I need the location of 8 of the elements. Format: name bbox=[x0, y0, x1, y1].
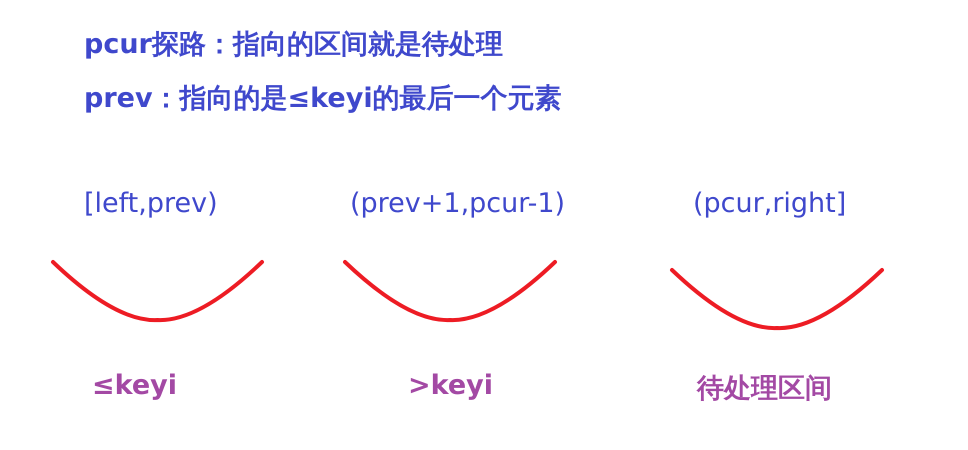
interval-label: (prev+1,pcur-1) bbox=[350, 188, 566, 219]
range-label: 待处理区间 bbox=[697, 372, 832, 406]
interval-label: [left,prev) bbox=[84, 188, 218, 219]
note-text: pcur探路：指向的区间就是待处理 bbox=[84, 28, 503, 62]
range-label: ≤keyi bbox=[92, 370, 178, 401]
note-text: prev：指向的是≤keyi的最后一个元素 bbox=[84, 82, 562, 116]
range-label: >keyi bbox=[408, 370, 494, 401]
interval-label: (pcur,right] bbox=[693, 188, 846, 219]
